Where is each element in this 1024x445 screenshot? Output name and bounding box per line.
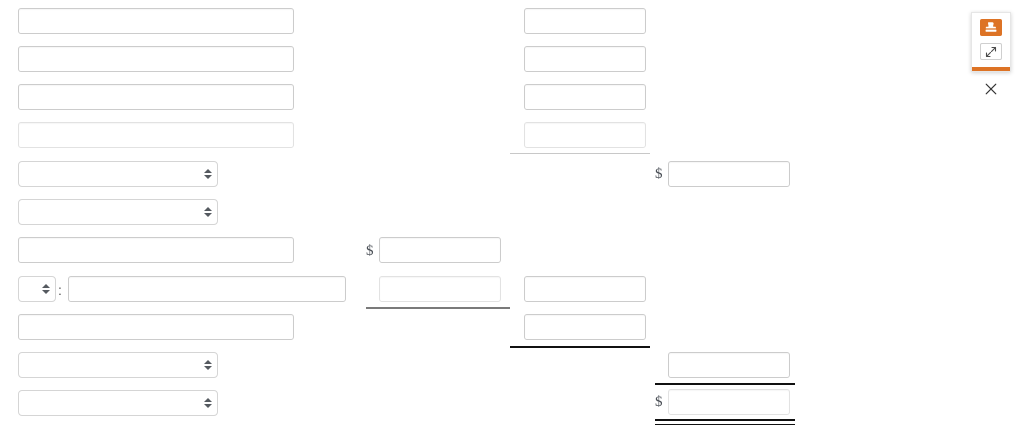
col3-field-1[interactable] xyxy=(524,8,646,34)
field-10-wrap xyxy=(18,314,294,340)
amount-field-1[interactable] xyxy=(379,237,501,263)
field-2-wrap xyxy=(18,46,294,72)
col3-rule-top xyxy=(510,153,650,154)
col3-field-5-wrap xyxy=(524,276,646,302)
currency-symbol: $ xyxy=(655,394,663,410)
select-1-wrap xyxy=(18,161,218,187)
accent-bar xyxy=(972,67,1010,71)
select-2[interactable] xyxy=(18,199,218,225)
grand-total-rule xyxy=(655,419,795,425)
field-3-wrap xyxy=(18,84,294,110)
amount-field-2[interactable] xyxy=(379,276,501,302)
select-3-wrap xyxy=(18,352,218,378)
field-1[interactable] xyxy=(18,8,294,34)
col3-rule-bottom xyxy=(510,346,650,348)
stepper-1-wrap xyxy=(18,276,56,302)
col3-field-6-wrap xyxy=(524,314,646,340)
total-field-2[interactable] xyxy=(668,352,790,378)
select-3[interactable] xyxy=(18,352,218,378)
inline-text-1-wrap xyxy=(68,276,346,302)
select-4[interactable] xyxy=(18,390,218,416)
field-10[interactable] xyxy=(18,314,294,340)
field-7[interactable] xyxy=(18,237,294,263)
col3-field-1-wrap xyxy=(524,8,646,34)
field-2[interactable] xyxy=(18,46,294,72)
stepper-1[interactable] xyxy=(18,276,56,302)
close-icon[interactable] xyxy=(983,81,999,97)
col3-field-4[interactable] xyxy=(524,122,646,148)
col3-field-5[interactable] xyxy=(524,276,646,302)
inline-text-1[interactable] xyxy=(68,276,346,302)
field-4-wrap xyxy=(18,122,294,148)
select-4-wrap xyxy=(18,390,218,416)
amount-field-2-wrap xyxy=(379,276,501,302)
field-4[interactable] xyxy=(18,122,294,148)
expand-icon[interactable] xyxy=(980,42,1002,61)
total-rule xyxy=(655,383,795,385)
currency-symbol: $ xyxy=(655,166,663,182)
total-field-3-wrap xyxy=(668,389,790,415)
col3-field-3[interactable] xyxy=(524,84,646,110)
col3-field-4-wrap xyxy=(524,122,646,148)
currency-symbol: $ xyxy=(366,243,374,259)
col3-field-2[interactable] xyxy=(524,46,646,72)
field-1-wrap xyxy=(18,8,294,34)
col3-field-6[interactable] xyxy=(524,314,646,340)
subtotal-rule xyxy=(366,307,510,309)
total-field-2-wrap xyxy=(668,352,790,378)
select-2-wrap xyxy=(18,199,218,225)
select-1[interactable] xyxy=(18,161,218,187)
field-3[interactable] xyxy=(18,84,294,110)
total-field-1-wrap xyxy=(668,161,790,187)
amount-field-1-wrap xyxy=(379,237,501,263)
field-7-wrap xyxy=(18,237,294,263)
total-field-1[interactable] xyxy=(668,161,790,187)
stamp-icon[interactable] xyxy=(980,19,1002,36)
total-field-3[interactable] xyxy=(668,389,790,415)
time-separator: : xyxy=(58,282,62,298)
col3-field-2-wrap xyxy=(524,46,646,72)
col3-field-3-wrap xyxy=(524,84,646,110)
floating-toolbar xyxy=(971,12,1011,72)
